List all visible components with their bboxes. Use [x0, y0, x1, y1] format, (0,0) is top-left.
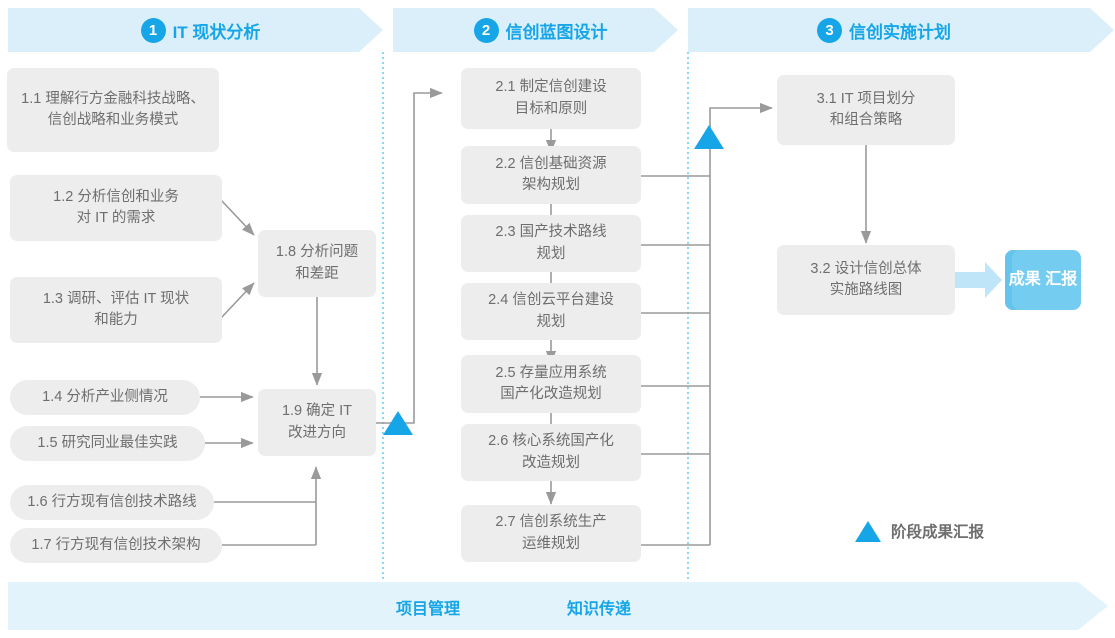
task-1-3-line1: 1.3 调研、评估 IT 现状 — [42, 290, 190, 307]
phase-number-3: 3 — [817, 17, 842, 43]
phase-segment-2[interactable]: 2 信创蓝图设计 — [393, 8, 688, 52]
task-2-2-line1: 2.2 信创基础资源 — [495, 155, 607, 172]
task-box-2-1[interactable]: 2.1 制定信创建设 目标和原则 — [461, 68, 641, 129]
task-1-2-line1: 1.2 分析信创和业务 — [53, 188, 179, 205]
task-2-6-line1: 2.6 核心系统国产化 — [488, 433, 614, 450]
phase-number-2: 2 — [473, 17, 499, 43]
task-3-1-line2: 和组合策略 — [829, 112, 903, 128]
task-box-1-1[interactable]: 1.1 理解行方金融科技战略、 信创战略和业务模式 — [7, 68, 219, 152]
task-1-4-line1: 1.4 分析产业侧情况 — [42, 388, 168, 405]
task-1-3-line2: 和能力 — [94, 312, 138, 328]
task-1-6-line1: 1.6 行方现有信创技术路线 — [27, 493, 197, 510]
task-box-3-2[interactable]: 3.2 设计信创总体 实施路线图 — [777, 245, 955, 315]
task-2-7-line2: 运维规划 — [522, 535, 580, 552]
task-box-1-6[interactable]: 1.6 行方现有信创技术路线 — [10, 485, 214, 520]
task-box-2-4[interactable]: 2.4 信创云平台建设 规划 — [461, 283, 641, 340]
task-1-2-line2: 对 IT 的需求 — [76, 210, 156, 226]
task-box-1-7[interactable]: 1.7 行方现有信创技术架构 — [10, 528, 222, 563]
task-box-3-1[interactable]: 3.1 IT 项目划分 和组合策略 — [777, 75, 955, 145]
bottom-label-knowledge-transfer: 知识传递 — [567, 601, 632, 618]
bottom-label-project-management: 项目管理 — [396, 601, 461, 618]
phase-segment-3[interactable]: 3 信创实施计划 — [688, 8, 1080, 52]
task-box-2-7[interactable]: 2.7 信创系统生产 运维规划 — [461, 505, 641, 562]
task-1-8-line1: 1.8 分析问题 — [275, 244, 359, 261]
phase-banner: 1 IT 现状分析 2 信创蓝图设计 3 信创实施计划 — [0, 8, 1115, 52]
task-box-2-6[interactable]: 2.6 核心系统国产化 改造规划 — [461, 424, 641, 481]
task-box-1-4[interactable]: 1.4 分析产业侧情况 — [10, 380, 200, 415]
task-2-5-line1: 2.5 存量应用系统 — [495, 364, 607, 381]
task-box-1-9[interactable]: 1.9 确定 IT 改进方向 — [258, 389, 376, 456]
task-2-4-line2: 规划 — [536, 313, 566, 330]
result-block-arrow — [955, 262, 1002, 298]
task-2-2-line2: 架构规划 — [522, 177, 580, 193]
result-line2: 汇报 — [1045, 271, 1078, 288]
task-box-2-2[interactable]: 2.2 信创基础资源 架构规划 — [461, 146, 641, 204]
task-1-7-line1: 1.7 行方现有信创技术架构 — [31, 536, 201, 553]
task-1-8-line2: 和差距 — [295, 265, 339, 282]
task-2-4-line1: 2.4 信创云平台建设 — [488, 292, 614, 309]
triangle-icon — [855, 520, 881, 542]
task-3-2-line1: 3.2 设计信创总体 — [810, 260, 922, 277]
task-box-1-3[interactable]: 1.3 调研、评估 IT 现状 和能力 — [10, 277, 222, 343]
result-line1: 成果 — [1008, 271, 1041, 288]
task-2-6-line2: 改造规划 — [522, 454, 580, 471]
task-box-1-2[interactable]: 1.2 分析信创和业务 对 IT 的需求 — [10, 175, 222, 241]
bottom-banner — [8, 582, 1108, 630]
phase-label-1: IT 现状分析 — [172, 22, 261, 42]
task-1-1-line2: 信创战略和业务模式 — [47, 112, 179, 128]
task-3-1-line1: 3.1 IT 项目划分 — [816, 90, 916, 107]
task-2-1-line2: 目标和原则 — [514, 100, 588, 117]
task-3-2-line2: 实施路线图 — [829, 282, 903, 298]
task-2-5-line2: 国产化改造规划 — [500, 386, 602, 402]
phase-segment-1[interactable]: 1 IT 现状分析 — [8, 8, 393, 52]
result-report-box[interactable]: 成果 汇报 — [1005, 250, 1081, 310]
task-1-5-line1: 1.5 研究同业最佳实践 — [37, 434, 178, 451]
phase-number-1: 1 — [140, 17, 166, 43]
milestone-triangle-stage2 — [694, 125, 724, 149]
task-box-1-8[interactable]: 1.8 分析问题 和差距 — [258, 230, 376, 297]
task-box-2-3[interactable]: 2.3 国产技术路线 规划 — [461, 215, 641, 272]
task-2-3-line2: 规划 — [536, 245, 566, 262]
task-1-9-line2: 改进方向 — [287, 424, 346, 441]
legend: 阶段成果汇报 — [855, 520, 984, 542]
task-box-1-5[interactable]: 1.5 研究同业最佳实践 — [10, 426, 205, 461]
milestone-triangle-stage1 — [383, 411, 413, 435]
legend-label: 阶段成果汇报 — [891, 524, 985, 541]
task-2-1-line1: 2.1 制定信创建设 — [495, 79, 607, 96]
phase-label-3: 信创实施计划 — [849, 22, 951, 42]
task-box-2-5[interactable]: 2.5 存量应用系统 国产化改造规划 — [461, 355, 641, 413]
phase-label-2: 信创蓝图设计 — [505, 22, 608, 42]
task-1-1-line1: 1.1 理解行方金融科技战略、 — [21, 90, 205, 107]
task-2-3-line1: 2.3 国产技术路线 — [495, 224, 607, 241]
task-2-7-line1: 2.7 信创系统生产 — [495, 514, 607, 531]
task-1-9-line1: 1.9 确定 IT — [281, 403, 353, 420]
